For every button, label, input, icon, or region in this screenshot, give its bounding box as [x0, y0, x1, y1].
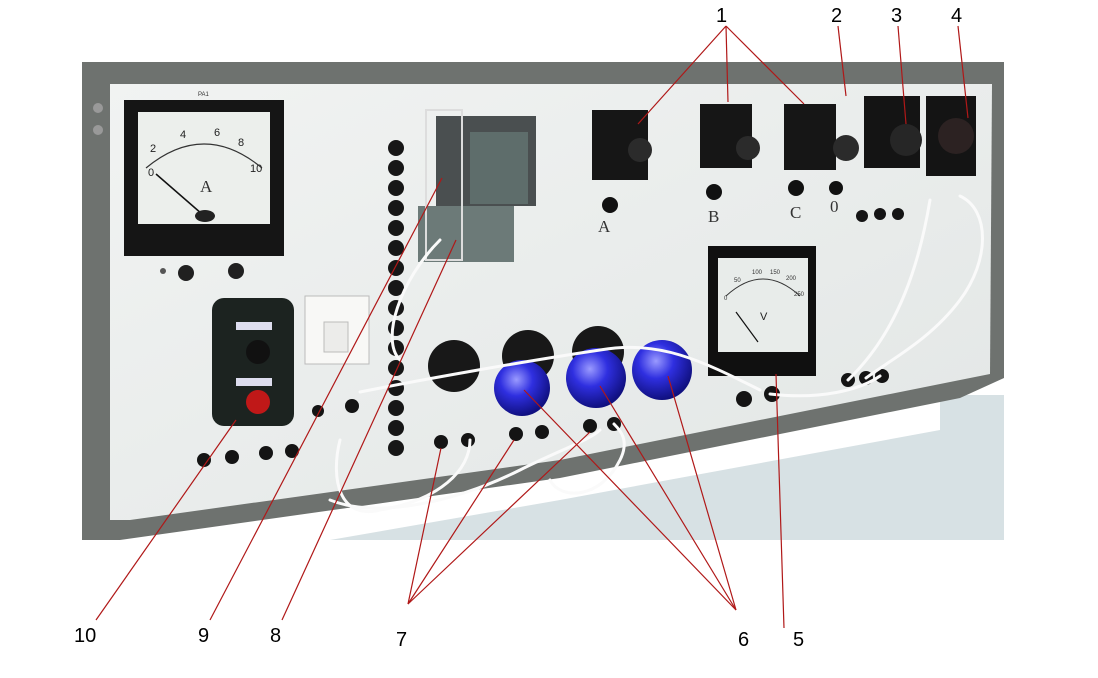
callout-lines: [95, 25, 969, 629]
rotary-switches: [864, 96, 976, 176]
voltmeter-scale-100: 100: [752, 270, 763, 276]
callout-1: 1: [716, 5, 727, 27]
fuse-cap: [388, 400, 404, 416]
ammeter-scale-8: 8: [238, 137, 244, 149]
phase-label-b: B: [708, 207, 719, 226]
voltmeter-scale-50: 50: [734, 278, 741, 284]
callout-7: 7: [396, 629, 407, 651]
fuse-cap: [388, 420, 404, 436]
fuse-cap: [388, 440, 404, 456]
callout-8: 8: [270, 625, 281, 647]
frame-screw: [93, 103, 103, 113]
voltmeter-scale-200: 200: [786, 276, 797, 282]
callout-10: 10: [74, 625, 96, 647]
fuse-cap: [388, 160, 404, 176]
ammeter-needle: [155, 173, 203, 215]
callout-9: 9: [198, 625, 209, 647]
contactor: [418, 109, 536, 262]
voltmeter: 0 50 100 150 200 250 V: [708, 246, 816, 376]
callout-5: 5: [793, 629, 804, 651]
ammeter-label: PA1: [198, 92, 210, 98]
ammeter-scale-10: 10: [250, 163, 262, 175]
ammeter-unit: A: [200, 177, 213, 196]
callout-2: 2: [831, 5, 842, 27]
voltmeter-needle: [735, 311, 759, 343]
ammeter: 0 2 4 6 8 10 A PA1: [124, 92, 284, 256]
fuse-cap: [388, 180, 404, 196]
fuse-cap: [388, 200, 404, 216]
fuse-cap: [388, 360, 404, 376]
panel-face: [110, 84, 992, 520]
connection-wires: [328, 194, 984, 513]
table-surface: [330, 395, 1004, 540]
callout-4: 4: [951, 5, 962, 27]
ammeter-scale-6: 6: [214, 127, 220, 139]
fuse-cap: [388, 280, 404, 296]
fuse-cap: [388, 260, 404, 276]
callout-3: 3: [891, 5, 902, 27]
voltmeter-scale-0: 0: [724, 296, 728, 302]
voltmeter-unit: V: [760, 311, 768, 323]
ammeter-scale-2: 2: [150, 143, 156, 155]
ammeter-scale-4: 4: [180, 129, 186, 141]
fuse-cap: [388, 320, 404, 336]
breaker-box: [304, 295, 370, 365]
fuse-cap: [388, 140, 404, 156]
toggle-switches-ammeter: [160, 263, 244, 281]
phase-label-0: 0: [830, 197, 839, 216]
fuse-column: [388, 140, 404, 456]
frame-screw: [93, 125, 103, 135]
voltmeter-scale-150: 150: [770, 270, 781, 276]
push-button-station: [212, 298, 294, 426]
voltmeter-scale-250: 250: [794, 292, 805, 298]
phase-label-c: C: [790, 203, 801, 222]
fuse-cap: [388, 240, 404, 256]
callout-6: 6: [738, 629, 749, 651]
ammeter-scale-0: 0: [148, 167, 154, 179]
phase-label-a: A: [598, 217, 611, 236]
fuse-holders: [592, 104, 859, 213]
fuse-cap: [388, 220, 404, 236]
